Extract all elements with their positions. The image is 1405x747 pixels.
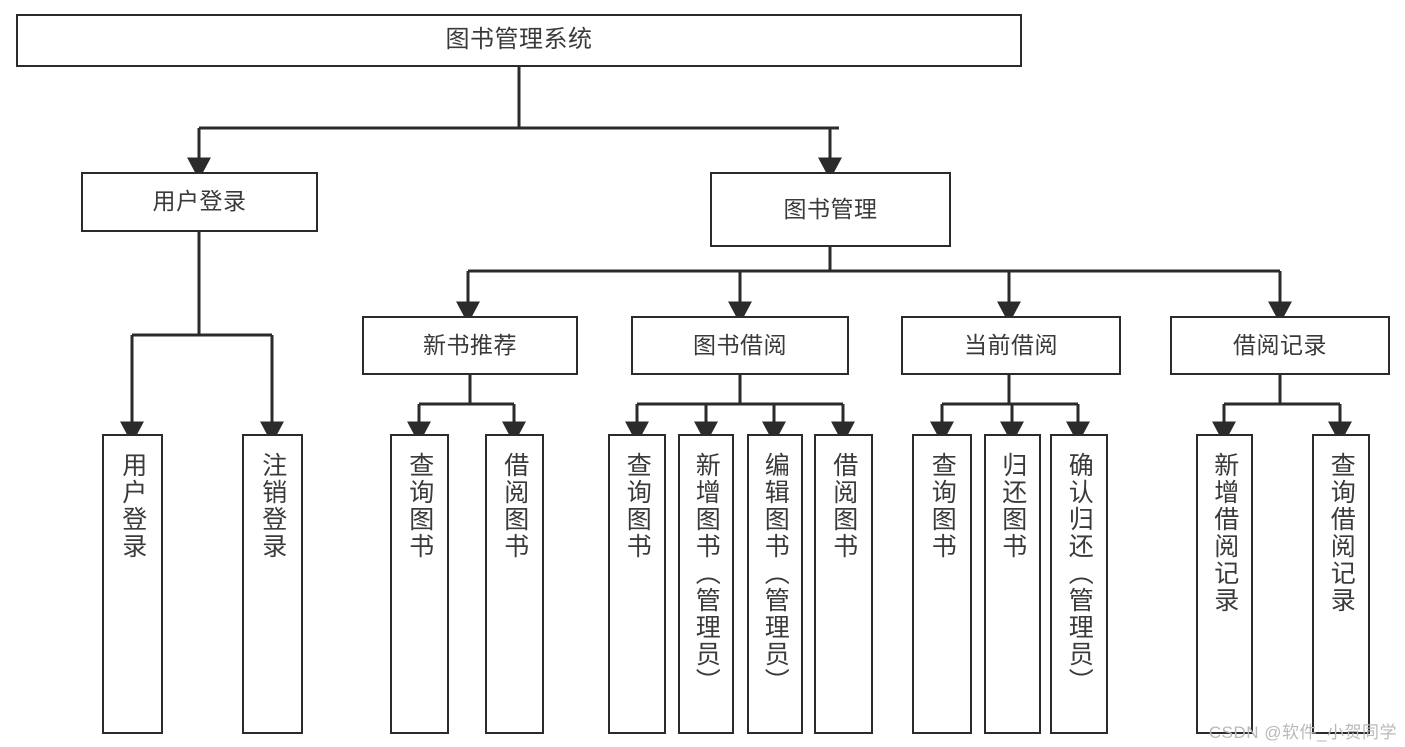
node-leaf-query-book-rec-label: 查询图书	[405, 452, 434, 560]
node-leaf-query-record-label: 查询借阅记录	[1327, 452, 1356, 614]
node-leaf-logout-label: 注销登录	[258, 452, 287, 560]
node-leaf-borrow-book-bb-label: 借阅图书	[829, 452, 858, 560]
node-leaf-confirm-return-label: 确认归还（管理员）	[1065, 452, 1094, 695]
node-leaf-user-login[interactable]: 用户登录	[102, 434, 163, 734]
node-leaf-add-record[interactable]: 新增借阅记录	[1196, 434, 1253, 734]
node-borrow-record[interactable]: 借阅记录	[1170, 316, 1390, 375]
node-leaf-query-record[interactable]: 查询借阅记录	[1312, 434, 1370, 734]
node-new-book-rec-label: 新书推荐	[423, 331, 517, 358]
node-book-manage[interactable]: 图书管理	[710, 172, 951, 247]
node-leaf-query-book-bb[interactable]: 查询图书	[608, 434, 666, 734]
node-root-label: 图书管理系统	[445, 26, 593, 54]
node-borrow-record-label: 借阅记录	[1233, 331, 1327, 358]
node-leaf-query-book-cb-label: 查询图书	[928, 452, 957, 560]
node-book-borrow-label: 图书借阅	[693, 331, 787, 358]
node-leaf-query-book-rec[interactable]: 查询图书	[390, 434, 449, 734]
node-leaf-borrow-book-rec-label: 借阅图书	[500, 452, 529, 560]
node-user-login-label: 用户登录	[152, 188, 247, 215]
node-leaf-return-book-label: 归还图书	[998, 452, 1027, 560]
node-leaf-add-book-label: 新增图书（管理员）	[692, 452, 721, 695]
node-leaf-edit-book[interactable]: 编辑图书（管理员）	[747, 434, 803, 734]
node-current-borrow-label: 当前借阅	[964, 331, 1058, 358]
node-current-borrow[interactable]: 当前借阅	[901, 316, 1121, 375]
node-leaf-borrow-book-rec[interactable]: 借阅图书	[485, 434, 544, 734]
watermark-label: CSDN @软件_小贺同学	[1208, 723, 1397, 742]
node-leaf-logout[interactable]: 注销登录	[242, 434, 303, 734]
node-leaf-query-book-cb[interactable]: 查询图书	[912, 434, 972, 734]
node-root[interactable]: 图书管理系统	[16, 14, 1022, 67]
node-leaf-return-book[interactable]: 归还图书	[984, 434, 1041, 734]
node-leaf-add-record-label: 新增借阅记录	[1210, 452, 1239, 614]
node-leaf-edit-book-label: 编辑图书（管理员）	[761, 452, 790, 695]
node-leaf-borrow-book-bb[interactable]: 借阅图书	[814, 434, 873, 734]
node-book-borrow[interactable]: 图书借阅	[631, 316, 849, 375]
node-leaf-add-book[interactable]: 新增图书（管理员）	[678, 434, 734, 734]
node-leaf-user-login-label: 用户登录	[118, 452, 147, 560]
node-user-login[interactable]: 用户登录	[81, 172, 318, 232]
node-leaf-query-book-bb-label: 查询图书	[623, 452, 652, 560]
node-new-book-rec[interactable]: 新书推荐	[362, 316, 578, 375]
node-book-manage-label: 图书管理	[783, 195, 878, 222]
node-leaf-confirm-return[interactable]: 确认归还（管理员）	[1050, 434, 1108, 734]
